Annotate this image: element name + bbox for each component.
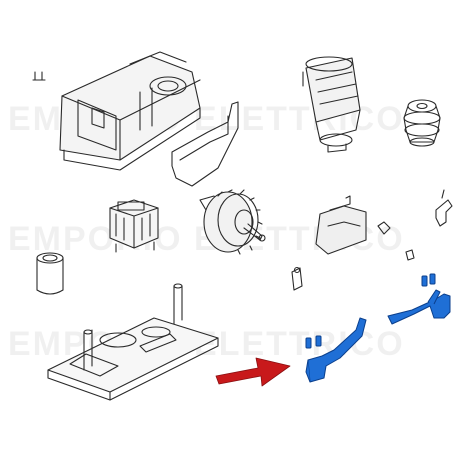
- bushing: [36, 252, 64, 295]
- pointer-arrow: [215, 357, 291, 387]
- drive-gear-shaft: [199, 189, 266, 255]
- transformer: [109, 199, 159, 253]
- gasket: [171, 101, 239, 187]
- gearbox-housing: [32, 51, 201, 171]
- lever-bracket: [435, 189, 453, 227]
- limit-switch-bracket-right: [387, 273, 451, 325]
- small-screw: [291, 266, 303, 291]
- cover-bracket: [315, 195, 415, 261]
- pulley: [403, 99, 441, 147]
- motor: [302, 56, 361, 153]
- limit-switch-bracket-left: [305, 317, 367, 383]
- base-plate: [47, 283, 219, 401]
